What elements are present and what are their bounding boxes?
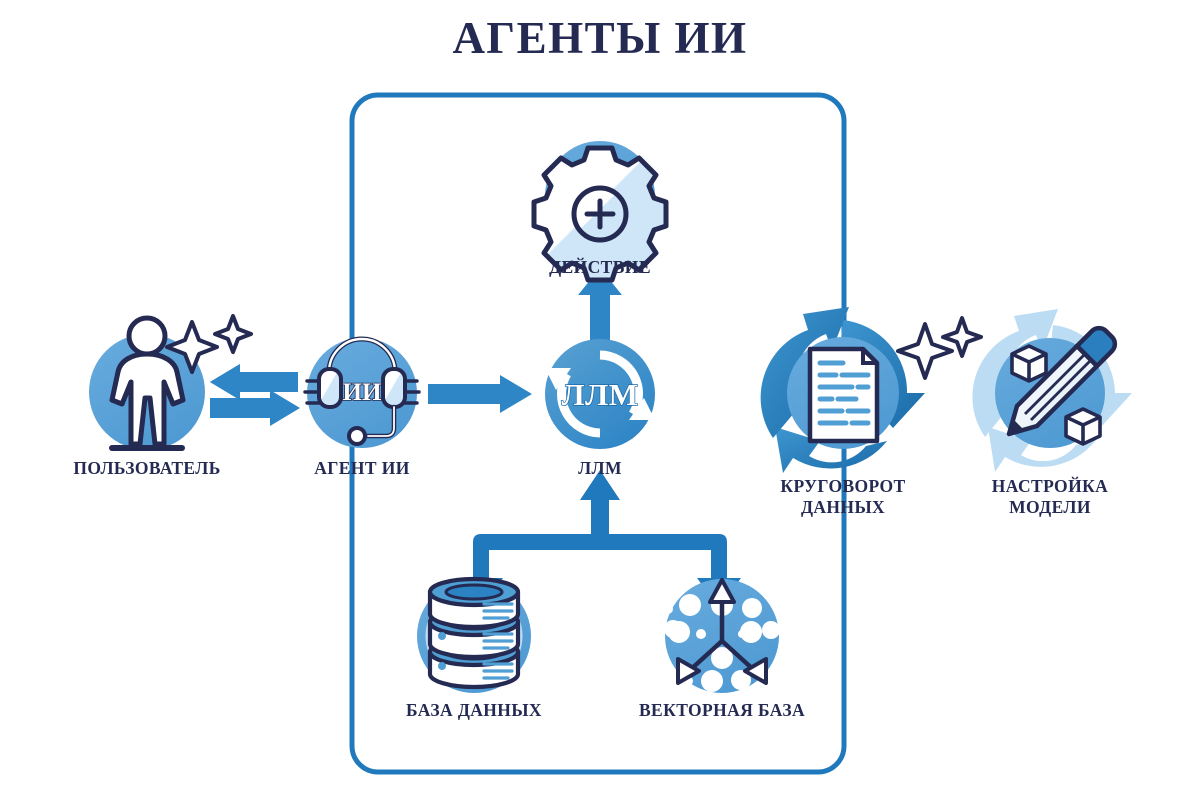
label-action: ДЕЙСТВИЕ [549, 257, 651, 277]
database-detail-lines-icon [482, 602, 514, 680]
node-model-tuning[interactable] [972, 309, 1132, 472]
label-llm: ЛЛМ [578, 458, 622, 478]
node-vector-database[interactable] [663, 578, 780, 693]
label-database: БАЗА ДАННЫХ [406, 700, 542, 720]
node-database[interactable] [417, 576, 531, 693]
vector-arrowheads-icon [676, 578, 768, 685]
document-text-lines-icon [817, 360, 871, 426]
vector-arrows-icon [686, 597, 758, 674]
label-vector-database: ВЕКТОРНАЯ БАЗА [638, 700, 806, 720]
label-ai-agent: АГЕНТ ИИ [314, 458, 410, 478]
database-led-icon [438, 632, 446, 670]
headset-icon [317, 336, 407, 446]
label-user: ПОЛЬЗОВАТЕЛЬ [73, 458, 221, 478]
connector-agent-to-user [210, 364, 298, 400]
cube-icon [1010, 344, 1102, 446]
user-person-icon [109, 315, 186, 451]
node-ai-agent[interactable]: ИИ [303, 336, 421, 448]
node-action[interactable] [531, 141, 669, 283]
ai-agent-circle-background [307, 338, 417, 448]
gear-plus-icon [531, 145, 669, 283]
label-data-cycle: КРУГОВОРОТ ДАННЫХ [780, 476, 906, 518]
user-sparkle-icon [165, 314, 253, 374]
connector-user-to-agent [210, 390, 300, 426]
circular-arrows-icon [556, 350, 644, 438]
connector-agent-to-llm [428, 375, 532, 413]
ai-agent-icon-label: ИИ [343, 379, 382, 406]
document-icon [807, 346, 880, 444]
connector-llm-to-stores [459, 470, 741, 608]
connector-llm-to-action [578, 268, 622, 345]
node-data-cycle[interactable] [760, 307, 983, 473]
label-model-tuning: НАСТРОЙКА МОДЕЛИ [991, 476, 1109, 518]
node-llm[interactable]: ЛЛМ [545, 339, 655, 449]
page-title: АГЕНТЫ ИИ [452, 13, 748, 63]
circular-arrows-heads-icon [545, 368, 655, 420]
node-user[interactable] [89, 314, 253, 451]
pencil-icon [1006, 325, 1118, 437]
llm-icon-label: ЛЛМ [562, 377, 639, 412]
data-cycle-sparkle-icon [896, 316, 983, 380]
